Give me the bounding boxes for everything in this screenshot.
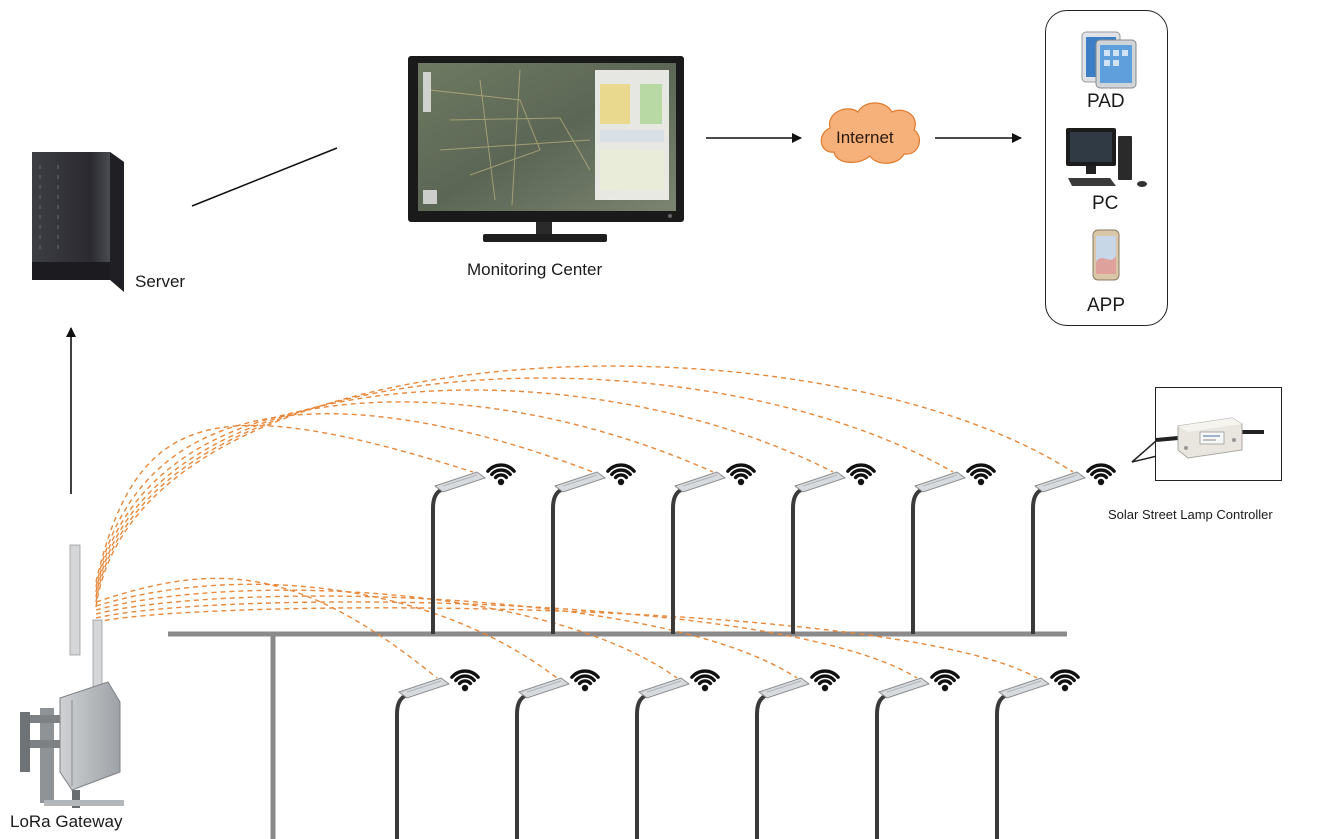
signal-arc [95,607,1038,679]
solar-street-lamp-icon [671,471,727,634]
signal-arc [95,424,474,583]
pad-label: PAD [1087,91,1125,112]
wifi-icon [690,669,720,692]
wifi-icon [966,463,996,486]
wifi-icon [810,669,840,692]
signal-arc [95,413,594,588]
gateway-label: LoRa Gateway [10,812,123,831]
controller-callout [1131,438,1158,463]
signal-arc [95,377,954,603]
solar-street-lamp-icon [395,677,451,839]
solar-street-lamp-icon [431,471,487,634]
server-link-line [191,147,338,207]
wifi-icon [606,463,636,486]
antenna-gateway-icon [20,544,124,808]
wifi-icon [930,669,960,692]
solar-street-lamp-icon [755,677,811,839]
wifi-icon [570,669,600,692]
wifi-icon [1050,669,1080,692]
wifi-icon [846,463,876,486]
signal-arc [95,401,714,593]
solar-street-lamp-icon [635,677,691,839]
monitor-icon [408,56,684,242]
wifi-icon [450,669,480,692]
controller-label: Solar Street Lamp Controller [1108,507,1273,522]
pc-label: PC [1092,193,1119,214]
cloud-icon [820,102,921,164]
server-rack-icon [32,152,124,292]
internet-label: Internet [836,128,894,147]
street-lamp-grid [395,463,1116,839]
smartphone-icon [1092,229,1120,281]
client-devices-group [1045,10,1168,326]
app-label: APP [1087,295,1126,316]
solar-street-lamp-icon [515,677,571,839]
controller-module-icon [1155,417,1264,459]
signal-arc [95,583,558,679]
wifi-icon [486,463,516,486]
tablet-icon [1081,31,1137,89]
solar-street-lamp-icon [995,677,1051,839]
signal-arc [95,595,798,679]
solar-street-lamp-icon [551,471,607,634]
solar-street-lamp-icon [791,471,847,634]
signal-arc [95,577,438,679]
wifi-icon [726,463,756,486]
lora-signal-arcs [95,365,1074,679]
solar-street-lamp-icon [875,677,931,839]
desktop-computer-icon [1066,128,1147,187]
solar-street-lamp-icon [1031,471,1087,634]
monitoring-center-label: Monitoring Center [467,260,603,279]
wifi-icon [1086,463,1116,486]
server-label: Server [135,272,186,291]
road-network [168,631,1067,839]
signal-arc [95,365,1074,608]
solar-street-lamp-icon [911,471,967,634]
signal-arc [95,601,918,679]
signal-arc [95,389,834,598]
controller-callout-box [1155,387,1282,481]
